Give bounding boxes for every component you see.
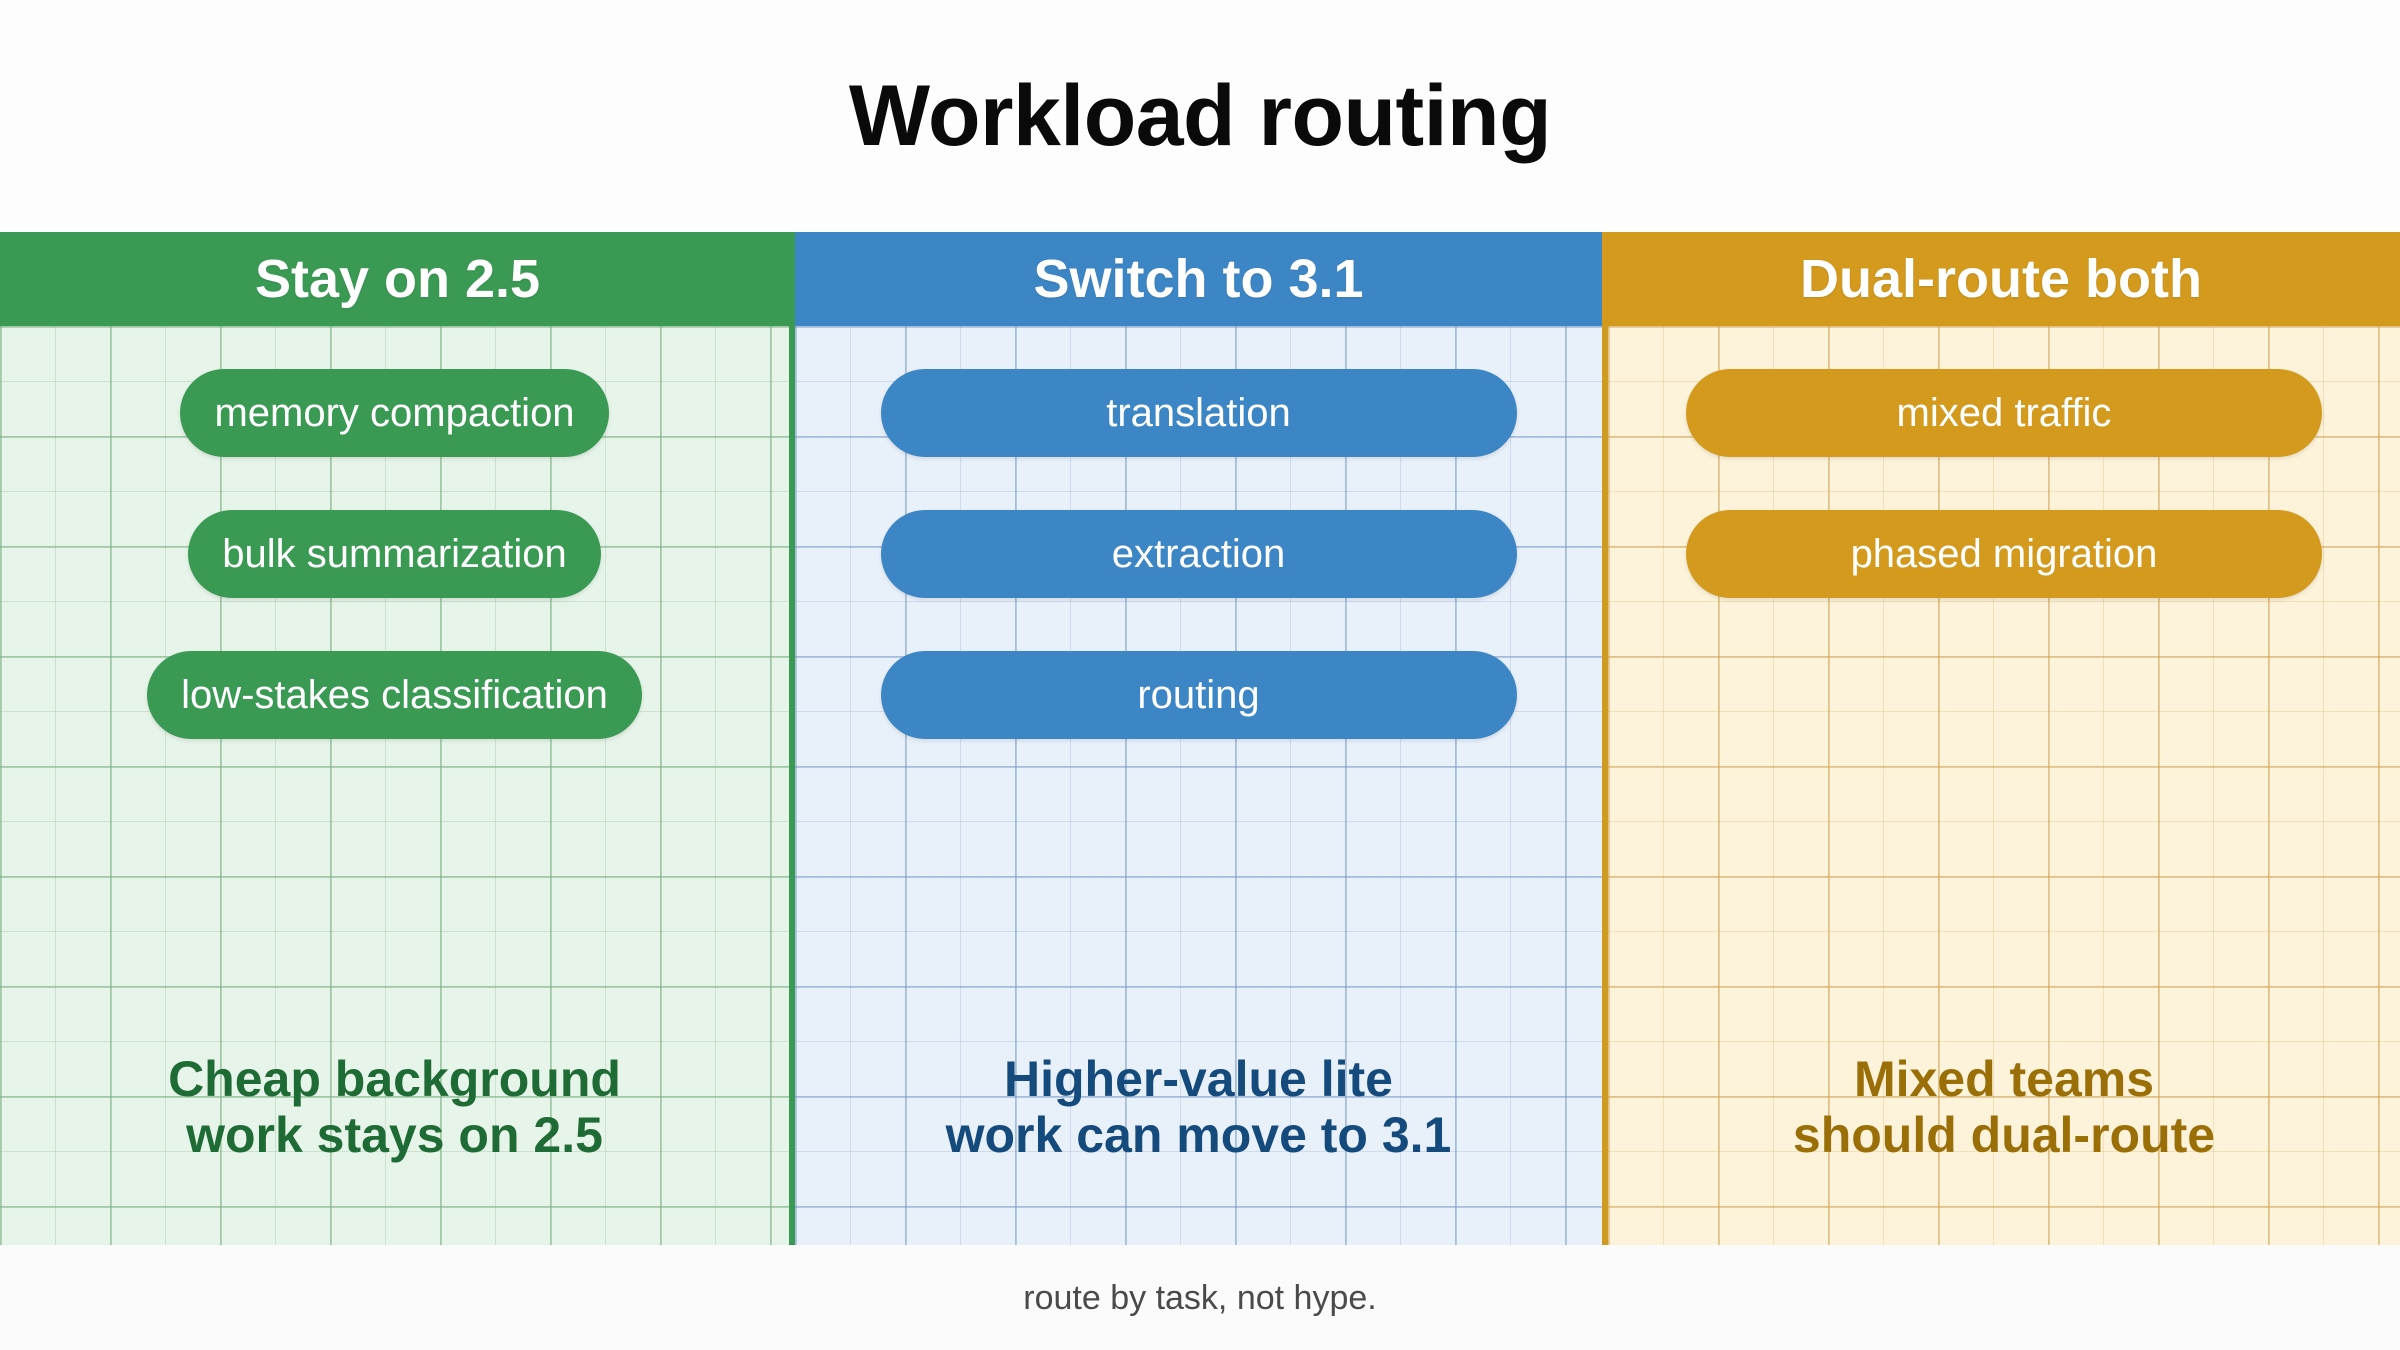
routing-board: Stay on 2.5 memory compaction bulk summa… <box>0 232 2400 1245</box>
pill-item[interactable]: low-stakes classification <box>147 651 642 739</box>
pill-list-switch-to-3-1: translation extraction routing <box>795 326 1602 739</box>
column-body-stay-on-2-5: memory compaction bulk summarization low… <box>0 326 795 1245</box>
column-header-label: Stay on 2.5 <box>254 249 541 309</box>
column-caption-stay-on-2-5: Cheap background work stays on 2.5 <box>168 1051 621 1163</box>
column-caption-switch-to-3-1: Higher-value lite work can move to 3.1 <box>945 1051 1452 1163</box>
pill-item[interactable]: routing <box>880 651 1517 739</box>
pill-item[interactable]: phased migration <box>1686 510 2322 598</box>
pill-list-stay-on-2-5: memory compaction bulk summarization low… <box>0 326 789 739</box>
pill-item[interactable]: mixed traffic <box>1686 369 2322 457</box>
column-caption-dual-route-both: Mixed teams should dual-route <box>1792 1051 2216 1163</box>
pill-item[interactable]: translation <box>880 369 1517 457</box>
page-title: Workload routing <box>848 68 1552 164</box>
column-header-switch-to-3-1: Switch to 3.1 <box>795 232 1602 326</box>
column-header-stay-on-2-5: Stay on 2.5 <box>0 232 795 326</box>
column-body-dual-route-both: mixed traffic phased migration Mixed tea… <box>1602 326 2400 1245</box>
title-bar: Workload routing <box>0 0 2400 232</box>
column-stay-on-2-5: Stay on 2.5 memory compaction bulk summa… <box>0 232 795 1245</box>
pill-item[interactable]: bulk summarization <box>188 510 601 598</box>
column-header-label: Switch to 3.1 <box>1033 249 1364 309</box>
pill-list-dual-route-both: mixed traffic phased migration <box>1608 326 2400 598</box>
column-body-switch-to-3-1: translation extraction routing Higher-va… <box>795 326 1602 1245</box>
column-header-label: Dual-route both <box>1800 249 2202 309</box>
pill-item[interactable]: memory compaction <box>180 369 609 457</box>
column-switch-to-3-1: Switch to 3.1 translation extraction rou… <box>795 232 1602 1245</box>
column-header-dual-route-both: Dual-route both <box>1602 232 2400 326</box>
footer-bar: route by task, not hype. <box>0 1245 2400 1350</box>
column-dual-route-both: Dual-route both mixed traffic phased mig… <box>1602 232 2400 1245</box>
footer-note: route by task, not hype. <box>1023 1278 1377 1317</box>
pill-item[interactable]: extraction <box>880 510 1517 598</box>
